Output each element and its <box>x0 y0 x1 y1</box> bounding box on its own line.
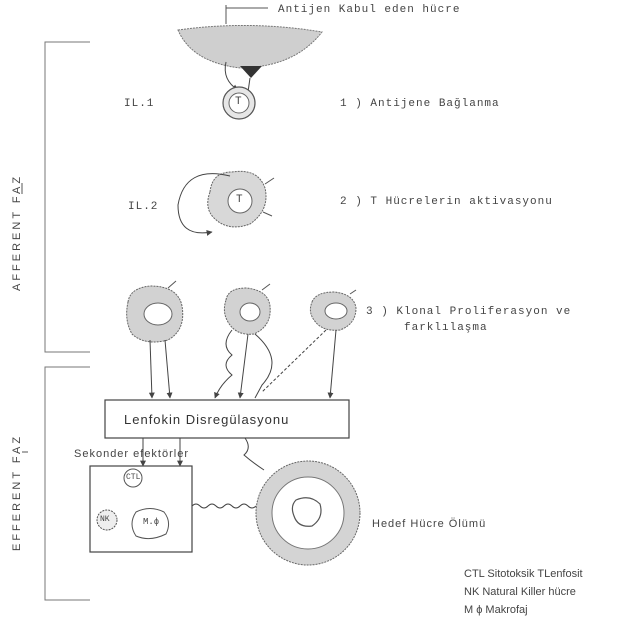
legend-nk: NK Natural Killer hücre <box>464 583 583 601</box>
step3-label-line1: 3 ) Klonal Proliferasyon ve <box>366 306 571 318</box>
ctl-label: CTL <box>126 473 140 482</box>
proliferating-cell-2 <box>224 284 270 334</box>
wavy-effector-to-target <box>192 504 256 508</box>
top-label: Antijen Kabul eden hücre <box>278 4 460 16</box>
il2-label: IL.2 <box>128 201 158 213</box>
arrow-c2-wavy <box>215 330 232 398</box>
legend-mf: M ϕ Makrofaj <box>464 601 583 619</box>
arrow-c1-a <box>150 340 152 398</box>
arrow-c2-a <box>240 334 248 398</box>
step2-label: 2 ) T Hücrelerin aktivasyonu <box>340 196 553 208</box>
afferent-label: AFFERENT FAZ <box>11 191 23 291</box>
arrow-c1-b <box>165 340 170 398</box>
proliferating-cell-3 <box>310 290 356 330</box>
nk-label: NK <box>100 515 110 524</box>
sekonder-label: Sekonder efektörler <box>74 448 189 460</box>
afferent-bracket <box>45 42 90 352</box>
proliferating-cell-1 <box>127 281 183 342</box>
macrophage-label: M.ϕ <box>143 517 159 527</box>
efferent-label: EFFERENT FAZ <box>11 451 23 551</box>
wavy-box-to-target <box>244 438 264 470</box>
efferent-bracket <box>45 367 90 600</box>
il1-label: IL.1 <box>124 98 154 110</box>
t-cell-1-label: T <box>235 96 242 108</box>
legend: CTL Sitotoksik TLenfosit NK Natural Kill… <box>464 565 583 619</box>
lenfokin-label: Lenfokin Disregülasyonu <box>124 412 289 427</box>
step3-label-line2: farklılaşma <box>404 322 488 334</box>
step1-label: 1 ) Antijene Bağlanma <box>340 98 500 110</box>
t-cell-2-label: T <box>236 194 243 206</box>
arrow-c2-b <box>255 334 272 398</box>
arrow-c3-a <box>330 330 336 398</box>
hedef-label: Hedef Hücre Ölümü <box>372 518 486 530</box>
legend-ctl: CTL Sitotoksik TLenfosit <box>464 565 583 583</box>
target-cell <box>256 461 360 565</box>
